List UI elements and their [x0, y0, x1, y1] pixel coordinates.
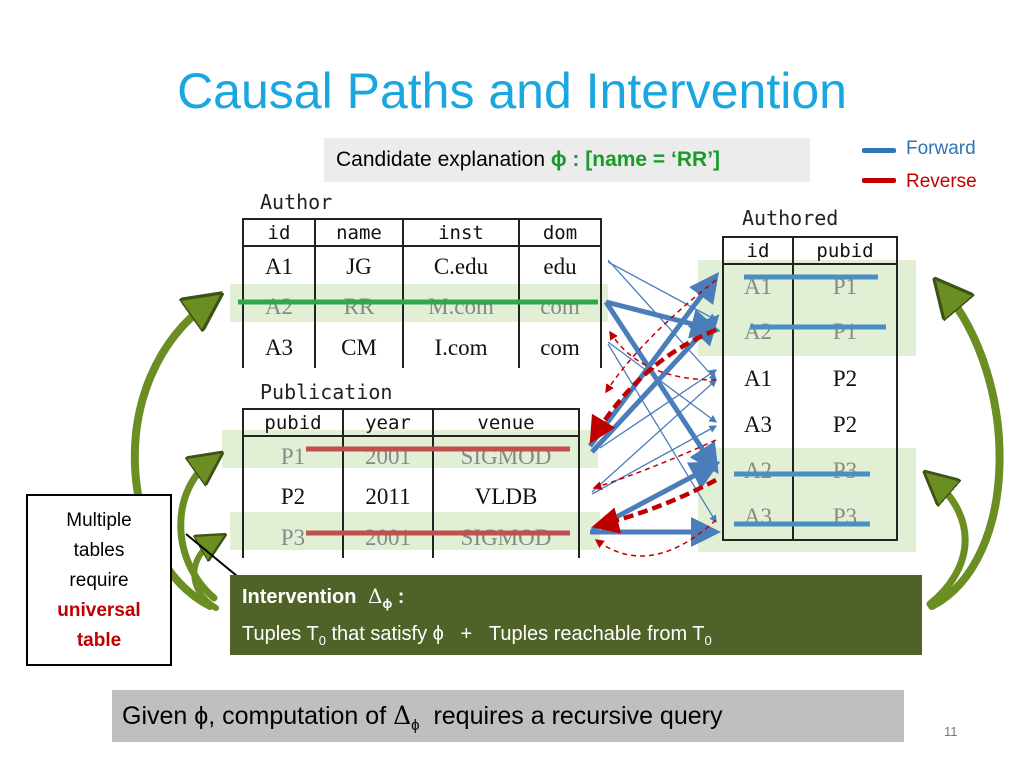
- note-line-emphasis: table: [76, 630, 122, 651]
- forward-thin-arrow: [599, 369, 718, 449]
- authored-cell: A3: [722, 494, 794, 540]
- authored-cell: P2: [792, 402, 898, 448]
- intervention-text-a: Tuples T: [242, 623, 319, 645]
- table-row: P3 2001 SIGMOD: [242, 518, 580, 558]
- authored-col-id: id: [722, 236, 794, 265]
- publication-col-year: year: [342, 408, 434, 437]
- intervention-text-b: that satisfy ϕ + Tuples reachable from T: [325, 623, 705, 645]
- author-cell: edu: [518, 246, 602, 286]
- intervention-box: Intervention Δϕ : Tuples T0 that satisfy…: [230, 575, 922, 655]
- author-col-name: name: [314, 218, 404, 247]
- author-cell: M.com: [402, 286, 520, 328]
- note-line-emphasis: universal: [57, 600, 141, 621]
- forward-legend-label: Forward: [906, 138, 976, 159]
- publication-cell: 2001: [342, 436, 434, 476]
- right-inner-arrow: [930, 480, 969, 608]
- note-line: Multiple: [66, 510, 132, 531]
- table-row: A2 P3: [722, 448, 898, 494]
- table-row: A1 P2: [722, 356, 898, 402]
- left-inner-arrow: [177, 460, 214, 602]
- candidate-formula: ϕ : [name = ‘RR’]: [550, 148, 721, 171]
- publication-table-name: Publication: [260, 380, 393, 404]
- authored-cell: P3: [792, 494, 898, 540]
- publication-cell: P3: [242, 518, 344, 558]
- author-table-name: Author: [260, 190, 333, 214]
- reverse-legend-label: Reverse: [906, 171, 977, 192]
- publication-cell: P1: [242, 436, 344, 476]
- publication-header-row: pubid year venue: [242, 408, 580, 437]
- candidate-explanation: Candidate explanation ϕ : [name = ‘RR’]: [324, 138, 810, 182]
- table-row: A1 JG C.edu edu: [242, 246, 602, 286]
- authored-cell: P3: [792, 448, 898, 494]
- intervention-sub-1: 0: [704, 633, 712, 648]
- author-table: id name inst dom A1 JG C.edu edu A2 RR M…: [242, 218, 602, 368]
- note-line: tables: [73, 540, 125, 561]
- authored-table-name: Authored: [742, 206, 839, 230]
- author-cell: A2: [242, 286, 316, 328]
- authored-cell: P2: [792, 356, 898, 402]
- author-col-inst: inst: [402, 218, 520, 247]
- author-col-id: id: [242, 218, 316, 247]
- universal-table-note: Multiple tables require universal table: [26, 494, 172, 666]
- publication-cell: 2001: [342, 518, 434, 558]
- summary-bar: Given ϕ, computation of Δϕ requires a re…: [112, 690, 904, 742]
- authored-table: id pubid A1 P1 A2 P1 A1 P2 A3 P2 A2 P3 A…: [722, 236, 898, 541]
- publication-table: pubid year venue P1 2001 SIGMOD P2 2011 …: [242, 408, 580, 558]
- reverse-legend-line: [862, 178, 896, 183]
- author-cell: RR: [314, 286, 404, 328]
- publication-cell: 2011: [342, 476, 434, 518]
- authored-cell: P1: [792, 308, 898, 356]
- author-header-row: id name inst dom: [242, 218, 602, 247]
- intervention-description: Tuples T0 that satisfy ϕ + Tuples reacha…: [242, 619, 910, 656]
- authored-cell: A2: [722, 448, 794, 494]
- candidate-prefix: Candidate explanation: [336, 148, 551, 171]
- table-row: A2 P1: [722, 308, 898, 356]
- intervention-phi: ϕ: [382, 596, 393, 611]
- summary-suffix: requires a recursive query: [419, 702, 723, 730]
- author-col-dom: dom: [518, 218, 602, 247]
- author-cell: CM: [314, 328, 404, 368]
- authored-cell: P1: [792, 264, 898, 308]
- note-line: require: [69, 570, 129, 591]
- intervention-delta: Δ: [368, 584, 383, 608]
- authored-cell: A1: [722, 356, 794, 402]
- table-row: A3 P2: [722, 402, 898, 448]
- forward-legend-line: [862, 148, 896, 153]
- page-number: 11: [944, 724, 958, 739]
- authored-col-pubid: pubid: [792, 236, 898, 265]
- slide-title: Causal Paths and Intervention: [177, 63, 847, 119]
- publication-cell: SIGMOD: [432, 518, 580, 558]
- table-row: P2 2011 VLDB: [242, 476, 580, 518]
- authored-header-row: id pubid: [722, 236, 898, 265]
- author-cell: C.edu: [402, 246, 520, 286]
- table-row: A2 RR M.com com: [242, 286, 602, 328]
- author-cell: JG: [314, 246, 404, 286]
- table-row: P1 2001 SIGMOD: [242, 436, 580, 476]
- author-cell: com: [518, 286, 602, 328]
- left-bottom-arrow: [191, 540, 216, 611]
- intervention-title: Intervention: [242, 586, 357, 608]
- summary-phi: ϕ: [411, 717, 420, 734]
- publication-col-pubid: pubid: [242, 408, 344, 437]
- summary-delta: Δ: [393, 701, 412, 730]
- intervention-heading: Intervention Δϕ :: [242, 581, 910, 619]
- author-cell: A3: [242, 328, 316, 368]
- authored-cell: A3: [722, 402, 794, 448]
- publication-cell: SIGMOD: [432, 436, 580, 476]
- authored-cell: A1: [722, 264, 794, 308]
- author-cell: A1: [242, 246, 316, 286]
- summary-prefix: Given ϕ, computation of: [122, 702, 394, 730]
- right-outer-arrow: [928, 290, 1004, 610]
- publication-col-venue: venue: [432, 408, 580, 437]
- author-cell: I.com: [402, 328, 520, 368]
- intervention-colon: :: [392, 586, 405, 608]
- authored-cell: A2: [722, 308, 794, 356]
- publication-cell: P2: [242, 476, 344, 518]
- author-cell: com: [518, 328, 602, 368]
- intervention-sub-0: 0: [318, 633, 326, 648]
- table-row: A3 P3: [722, 494, 898, 540]
- publication-cell: VLDB: [432, 476, 580, 518]
- table-row: A1 P1: [722, 264, 898, 308]
- table-row: A3 CM I.com com: [242, 328, 602, 368]
